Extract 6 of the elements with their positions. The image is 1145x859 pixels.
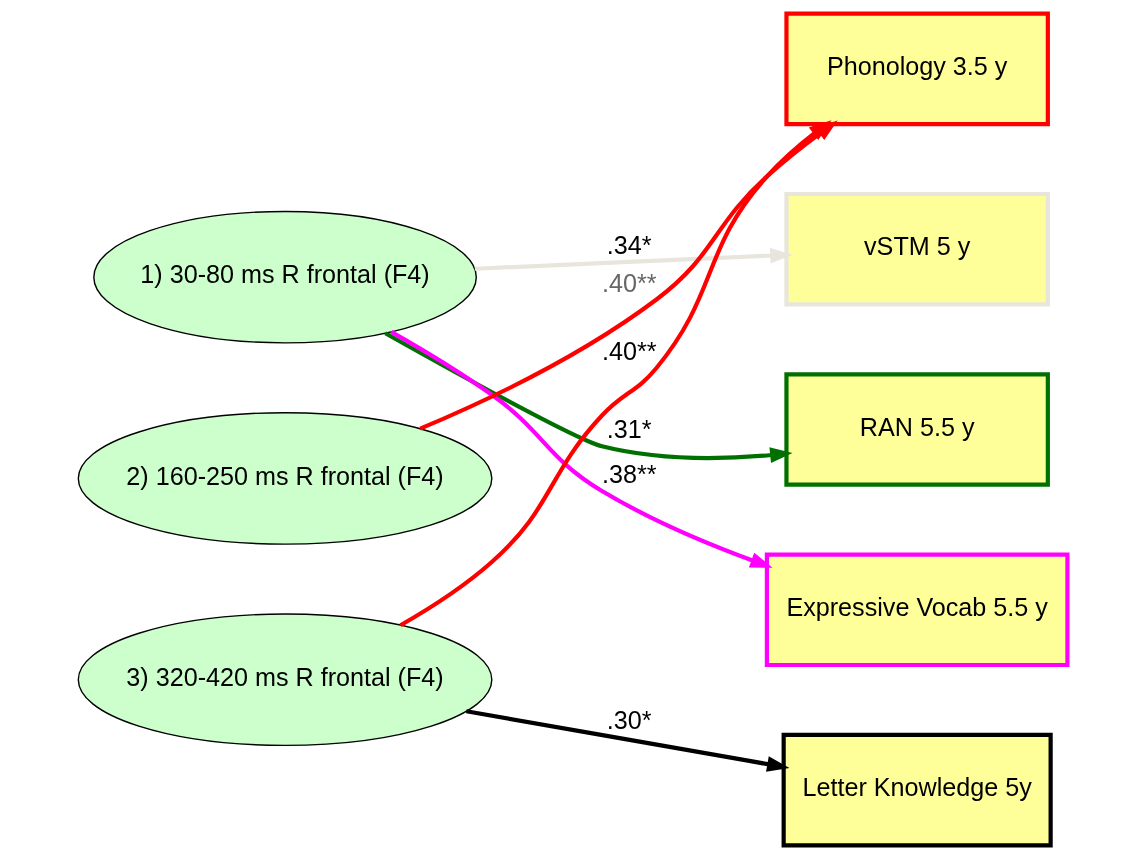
edge-label: .34*: [606, 230, 652, 259]
edge-label: .31*: [606, 415, 652, 444]
edge-label: .40**: [601, 337, 656, 366]
edge-label: .40**: [601, 268, 656, 297]
edge-label: .38**: [601, 460, 656, 489]
edge-label: .30*: [606, 706, 652, 735]
